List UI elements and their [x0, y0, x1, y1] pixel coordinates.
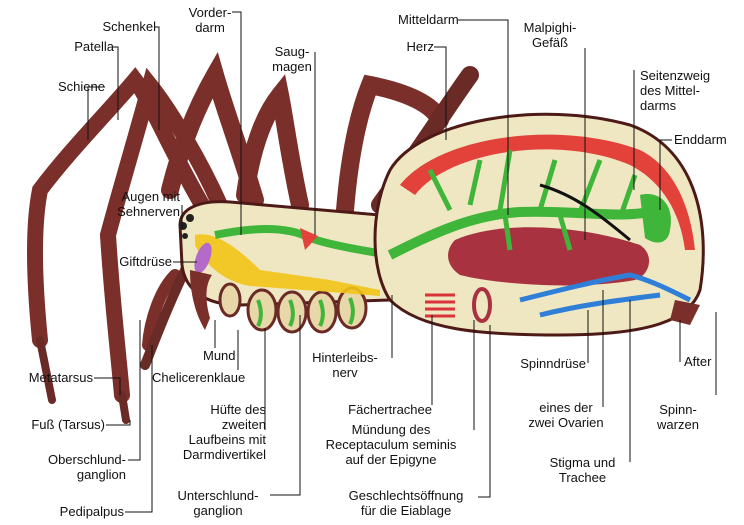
label-stigma: Stigma und Trachee: [549, 455, 616, 485]
label-saugmagen: Saug- magen: [272, 44, 312, 74]
cephalothorax: [178, 200, 395, 334]
nerve-mass: [195, 234, 380, 296]
label-giftdruese: Giftdrüse: [119, 254, 172, 269]
label-huefte: Hüfte des zweiten Laufbeins mit Darmdive…: [182, 402, 266, 462]
spinnerets: [670, 300, 700, 325]
label-mund: Mund: [203, 348, 236, 363]
label-chelicerenklaue: Chelicerenklaue: [152, 370, 246, 385]
label-hinterleibsnerv: Hinterleibs- nerv: [312, 350, 378, 380]
leader-lines: [87, 11, 717, 513]
silk-glands: [519, 272, 692, 318]
label-ovarien: eines der zwei Ovarien: [528, 400, 604, 430]
label-enddarm: Enddarm: [674, 132, 727, 147]
label-schiene: Schiene: [58, 79, 105, 94]
label-vorderdarm: Vorder- darm: [188, 5, 232, 35]
label-metatarsus: Metatarsus: [28, 370, 93, 385]
ovary: [448, 227, 650, 286]
abdomen: [373, 112, 705, 337]
coxae: [218, 282, 368, 334]
leg-1-tarsus: [36, 336, 56, 404]
label-faechertrachee: Fächertrachee: [348, 402, 432, 417]
epigyne: [472, 287, 492, 323]
label-schenkel: Schenkel: [102, 19, 156, 34]
label-after: After: [684, 354, 712, 369]
leg-4: [236, 74, 309, 214]
rectum: [640, 194, 671, 243]
label-spinndruese: Spinndrüse: [520, 356, 586, 371]
venom-gland: [194, 242, 212, 274]
chelicera: [190, 270, 212, 330]
label-spinnwarzen: Spinn- warzen: [657, 402, 699, 432]
leg-1: [27, 67, 213, 348]
eyes: [179, 214, 194, 239]
label-oberschlund: Oberschlund- ganglion: [47, 452, 126, 482]
label-augen: Augen mit Sehnerven: [117, 189, 180, 219]
label-seitenzweig: Seitenzweig des Mittel- darms: [640, 68, 711, 113]
label-unterschlund: Unterschlund- ganglion: [177, 488, 259, 518]
label-muendung: Mündung des Receptaculum seminis auf der…: [325, 422, 457, 467]
label-fuss: Fuß (Tarsus): [31, 417, 105, 432]
pedipalp: [142, 269, 181, 351]
label-patella: Patella: [74, 39, 114, 54]
sucking-stomach: [300, 228, 318, 250]
label-geschlecht: Geschlechtsöffnung für die Eiablage: [348, 488, 464, 518]
leg-5: [336, 74, 449, 219]
malpighian-tubule: [539, 183, 631, 242]
book-lung: [425, 293, 455, 318]
label-malpighi: Malpighi- Gefäß: [523, 20, 577, 50]
leg-2-tarsus: [118, 391, 130, 424]
label-herz: Herz: [406, 39, 434, 54]
label-mitteldarm: Mitteldarm: [398, 12, 459, 27]
label-pedipalpus: Pedipalpus: [59, 504, 124, 519]
